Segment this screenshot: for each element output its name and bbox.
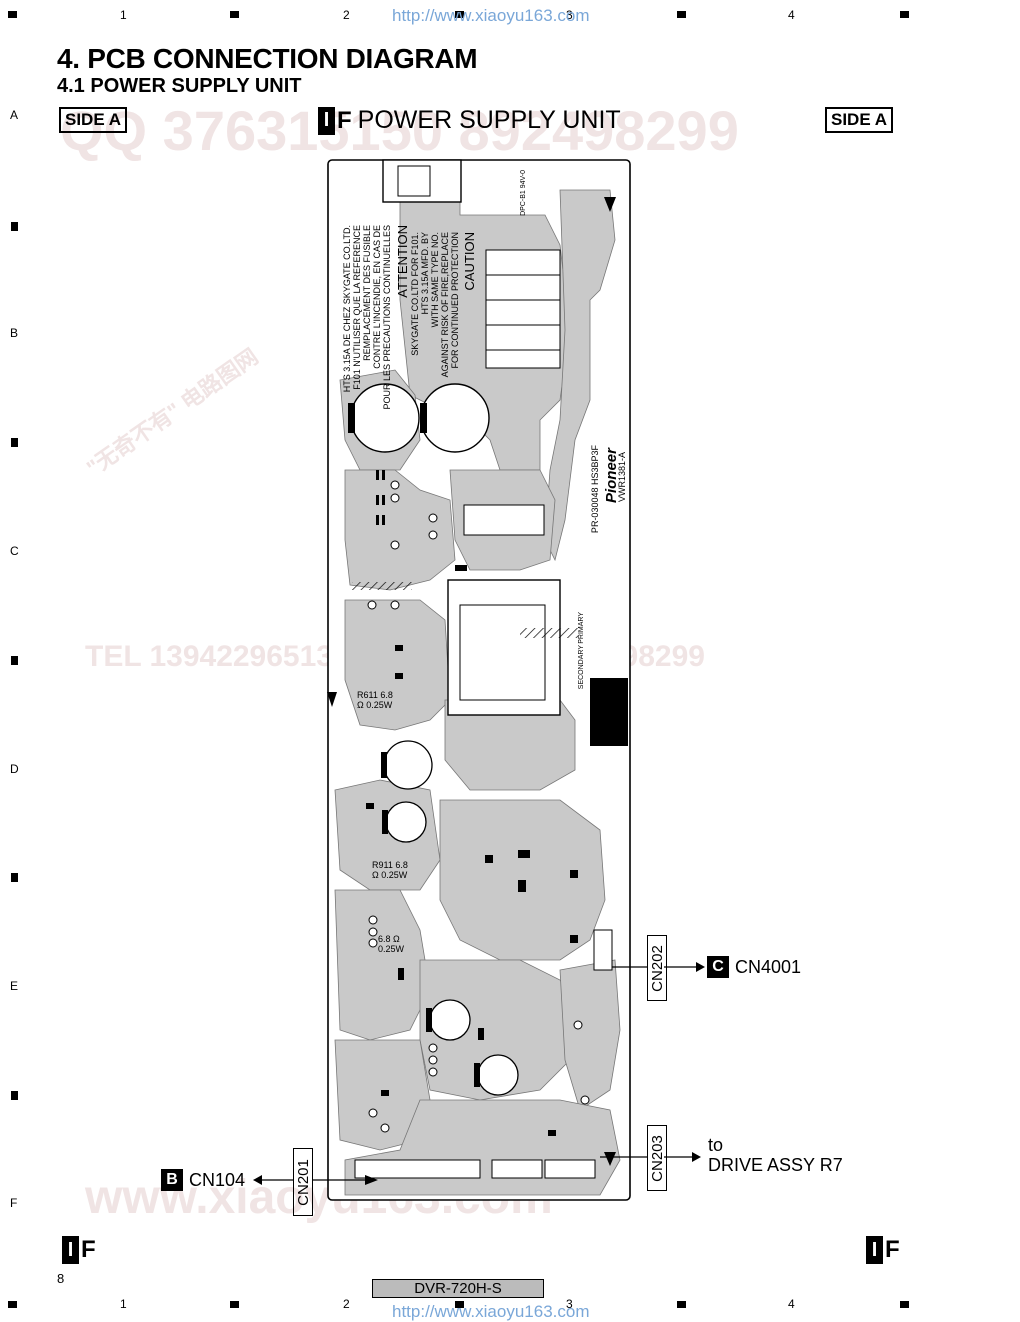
registration-mark: [11, 222, 18, 231]
row-letter: A: [10, 108, 19, 122]
board-attention-line: HTS 3.15A DE CHEZ SKYGATE CO.LTD.: [342, 225, 352, 393]
registration-mark: [11, 656, 18, 665]
unit-badge-letter: F: [885, 1236, 900, 1263]
page-number: 8: [57, 1271, 65, 1286]
board-caution-heading: CAUTION: [462, 232, 477, 291]
registration-mark: [11, 438, 18, 447]
row-letter: C: [10, 544, 19, 558]
drive-assy-name: DRIVE ASSY R7: [708, 1155, 843, 1175]
bottom-right-unit-badge: I F: [866, 1236, 900, 1264]
source-url-bottom[interactable]: http://www.xiaoyu163.com: [392, 1302, 590, 1321]
board-attention-line: F101 N'UTILISER QUE LA REFERENCE: [352, 225, 362, 390]
column-number: 2: [343, 1297, 350, 1311]
board-caution-line: AGAINST RISK OF FIRE,REPLACE: [440, 232, 450, 378]
bottom-left-unit-badge: I F: [62, 1236, 96, 1264]
side-label-left: SIDE A: [59, 107, 128, 133]
unit-badge-letter: F: [81, 1236, 96, 1263]
board-code: VWR1381-A: [617, 452, 627, 503]
model-name: DVR-720H-S: [372, 1279, 544, 1298]
board-attention-line: POUR LES PRECAUTIONS CONTINUELLES: [382, 225, 392, 410]
cn4001-label: CN4001: [735, 956, 802, 977]
b-key-icon: B: [161, 1169, 183, 1191]
cn4001-target: C CN4001: [707, 956, 801, 978]
unit-title: POWER SUPPLY UNIT: [357, 106, 621, 134]
registration-mark: [11, 873, 18, 882]
registration-mark: [8, 11, 17, 18]
cn104-target: B CN104: [161, 1169, 245, 1191]
row-letter: B: [10, 326, 19, 340]
registration-mark: [11, 1091, 18, 1100]
board-attention-line: REMPLACEMENT DES FUSIBLE: [362, 225, 372, 361]
r911-label: R911 6.8 Ω 0.25W: [372, 860, 408, 880]
row-letter: E: [10, 979, 19, 993]
column-number: 1: [120, 8, 127, 22]
r611-label: R611 6.8 Ω 0.25W: [357, 690, 393, 710]
column-number: 4: [788, 1297, 795, 1311]
board-caution-line: SKYGATE CO.LTD FOR F101.: [410, 232, 420, 356]
unit-badge-letter: F: [337, 106, 352, 134]
column-number: 4: [788, 8, 795, 22]
page-title: 4. PCB CONNECTION DIAGRAM: [57, 43, 478, 74]
registration-mark: [900, 1301, 909, 1308]
page-subtitle: 4.1 POWER SUPPLY UNIT: [57, 75, 302, 97]
source-url-top[interactable]: http://www.xiaoyu163.com: [392, 6, 590, 25]
cn201-label: CN201: [293, 1148, 313, 1216]
unit-heading: I F POWER SUPPLY UNIT: [318, 106, 621, 135]
side-label-right: SIDE A: [825, 107, 894, 133]
board-caution-line: FOR CONTINUED PROTECTION: [450, 232, 460, 369]
registration-mark: [455, 1301, 464, 1308]
secondary-label: SECONDARY: [578, 645, 585, 690]
board-attention-heading: ATTENTION: [395, 225, 410, 298]
row-letter: D: [10, 762, 19, 776]
cn202-label: CN202: [647, 935, 667, 1001]
unit-badge-icon: I: [866, 1236, 883, 1264]
cn104-label: CN104: [189, 1169, 246, 1190]
unit-badge-icon: I: [62, 1236, 79, 1264]
cn203-label: CN203: [647, 1125, 667, 1191]
column-number: 1: [120, 1297, 127, 1311]
c-key-icon: C: [707, 956, 729, 978]
watermark-qq: QQ 376315150 892498299: [60, 99, 739, 162]
registration-mark: [8, 1301, 17, 1308]
registration-mark: [455, 11, 464, 18]
primary-label: PRIMARY: [578, 612, 585, 644]
board-code-2: PR-030048 HS3BP3F: [590, 445, 600, 534]
board-caution-line: WITH SAME TYPE NO.: [430, 232, 440, 328]
board-caution-line: HTS 3.15A MFD. BY: [420, 232, 430, 315]
registration-mark: [230, 11, 239, 18]
row-letter: F: [10, 1196, 18, 1210]
drive-assy-target: to DRIVE ASSY R7: [708, 1135, 843, 1175]
column-number: 3: [566, 1297, 573, 1311]
registration-mark: [230, 1301, 239, 1308]
drive-assy-to: to: [708, 1135, 724, 1155]
registration-mark: [677, 1301, 686, 1308]
unit-badge-icon: I: [318, 106, 335, 135]
pcb-grade: DPC-B1 94V-0: [520, 170, 527, 216]
r920-label: 6.8 Ω 0.25W: [378, 934, 405, 954]
column-number: 3: [566, 8, 573, 22]
board-attention-line: CONTRE L'INCENDIE, EN CAS DE: [372, 225, 382, 369]
column-number: 2: [343, 8, 350, 22]
registration-mark: [677, 11, 686, 18]
registration-mark: [900, 11, 909, 18]
